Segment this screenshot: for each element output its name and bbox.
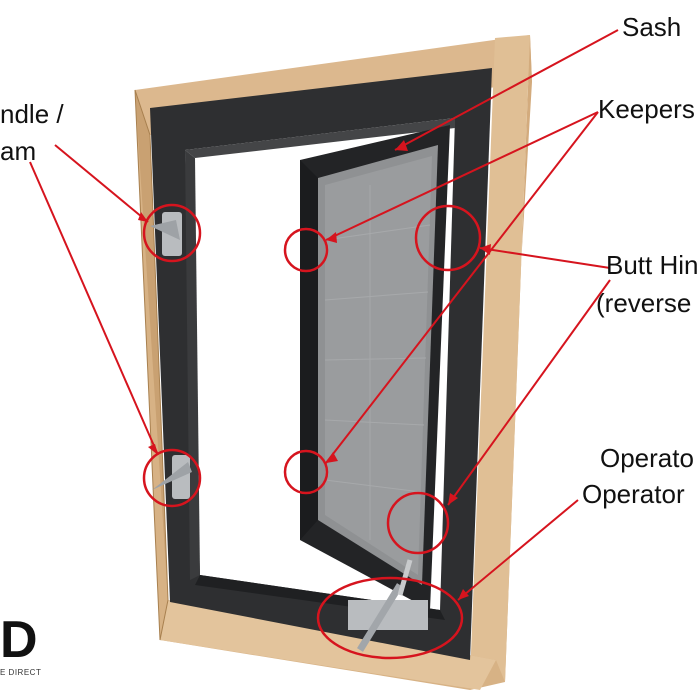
sash bbox=[300, 125, 450, 610]
label-operator-line2: Operator bbox=[582, 479, 685, 509]
hinge-bottom-circle bbox=[386, 491, 450, 555]
label-handle-line2: am bbox=[0, 136, 37, 166]
label-handle-line1: ndle / bbox=[0, 99, 64, 129]
handle-top-circle bbox=[142, 203, 202, 263]
label-butt-hinges-line1: Butt Hin bbox=[606, 250, 699, 280]
handle-top bbox=[150, 212, 182, 256]
keeper-bottom-circle bbox=[283, 449, 329, 495]
label-sash: Sash bbox=[622, 12, 682, 42]
keeper-top-circle bbox=[283, 227, 329, 273]
brand-logo: D bbox=[0, 611, 38, 669]
operator-crank bbox=[348, 559, 428, 652]
brand-tagline: E DIRECT bbox=[0, 668, 42, 677]
label-keepers: Keepers bbox=[598, 94, 695, 124]
handle-bottom-circle bbox=[142, 448, 202, 508]
callout-arrowheads bbox=[138, 140, 491, 600]
callout-circles bbox=[142, 203, 482, 660]
operator-circle bbox=[316, 576, 464, 660]
hinge-top-circle bbox=[414, 204, 482, 272]
handle-bottom bbox=[152, 455, 192, 499]
label-butt-hinges-line2: (reverse bbox=[596, 288, 692, 318]
label-operator-line1: Operato bbox=[600, 443, 694, 473]
callout-lines bbox=[29, 29, 619, 601]
